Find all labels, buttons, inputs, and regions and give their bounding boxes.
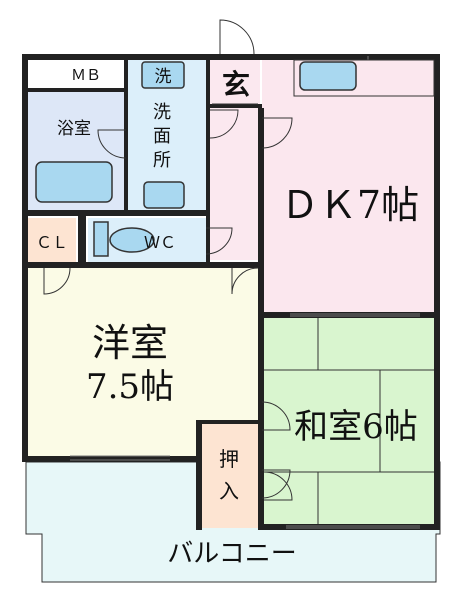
- kitchen-sink-icon: [299, 61, 357, 91]
- japanese-label: 和室6帖: [294, 407, 418, 447]
- washroom-label-1: 洗: [153, 102, 171, 123]
- japanese-room: [264, 318, 438, 524]
- washing-machine-icon: [141, 61, 185, 89]
- door-swings: [43, 19, 293, 501]
- dk-room: [262, 60, 438, 314]
- washroom-sign-label: 洗: [155, 67, 172, 87]
- entrance-hall: [210, 60, 260, 260]
- water-tank-icon: [93, 221, 109, 257]
- closet-label-2: 入: [219, 479, 239, 503]
- toilet-icon: [109, 227, 155, 253]
- western-label-1: 洋室: [92, 321, 168, 365]
- balcony-label: バルコニー: [167, 539, 296, 569]
- closet-label-1: 押: [219, 447, 239, 471]
- tatami-lines: [264, 318, 438, 524]
- kitchen-counter: [293, 59, 435, 97]
- western-label-2: 7.5帖: [86, 367, 174, 407]
- walls: [22, 54, 440, 530]
- wc-label: ＷＣ: [144, 233, 176, 252]
- bath-label: 浴室: [57, 119, 91, 139]
- cl-room: [28, 218, 76, 262]
- closet-room: [200, 424, 258, 528]
- sink-icon: [143, 181, 185, 209]
- washroom-label-3: 所: [153, 150, 171, 171]
- dk-label: ＤＫ7帖: [281, 183, 419, 227]
- bathtub-icon: [35, 161, 113, 203]
- washroom-label-2: 面: [153, 126, 171, 147]
- entrance-label: 玄: [222, 68, 250, 101]
- mb-label: ＭＢ: [71, 66, 101, 84]
- mb-room: [48, 62, 122, 88]
- cl-label: ＣＬ: [36, 233, 68, 252]
- window-marks: [70, 56, 420, 529]
